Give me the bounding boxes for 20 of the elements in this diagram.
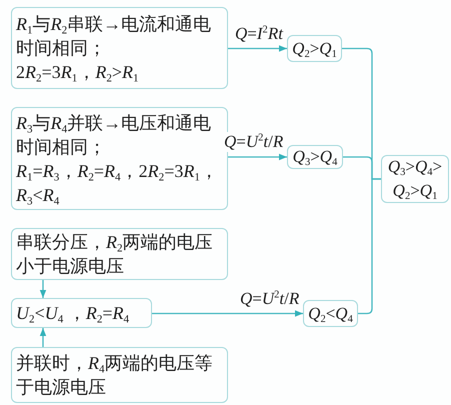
- note-box: 并联时，R$_{4}$两端的电压等于电源电压: [11, 347, 228, 403]
- note-text: R$_{3}$与R$_{4}$并联→电压和通电时间相同；: [16, 112, 212, 158]
- edge-label: Q=U$^{2}$t/R: [223, 132, 284, 152]
- formula-box: U$_{2}$<U$_{4}$ ，R$_{2}$=R$_{4}$: [11, 298, 152, 328]
- edge-label: Q=U$^{2}$t/R: [239, 288, 300, 308]
- result-box: Q$_{3}$>Q$_{4}$: [287, 145, 343, 169]
- result-box: Q$_{2}$>Q$_{1}$: [287, 35, 342, 62]
- note-text: R$_{1}$=R$_{3}$，R$_{2}$=R$_{4}$，2R$_{2}$=3R$_{1}$，R$_{3}$<R$_{4}$: [16, 160, 219, 206]
- result-box: Q$_{2}$<Q$_{4}$: [303, 300, 358, 327]
- arrow: [40, 280, 46, 298]
- edge-label: Q=I$^{2}$Rt: [234, 24, 284, 44]
- arrow: [228, 45, 287, 52]
- note-box: 串联分压，R$_{2}$两端的电压小于电源电压: [11, 228, 228, 280]
- result-box: Q$_{3}$>Q$_{4}$> Q$_{2}$>Q$_{1}$: [381, 155, 449, 203]
- note-text: 2R$_{2}$=3R$_{1}$，R$_{2}$>R$_{1}$: [16, 61, 140, 84]
- note-text: R$_{1}$与R$_{2}$串联→电流和通电时间相同；: [16, 13, 212, 60]
- note-box: [11, 7, 228, 89]
- arrow: [152, 310, 303, 317]
- arrow: [228, 154, 287, 160]
- arrow: [40, 328, 46, 347]
